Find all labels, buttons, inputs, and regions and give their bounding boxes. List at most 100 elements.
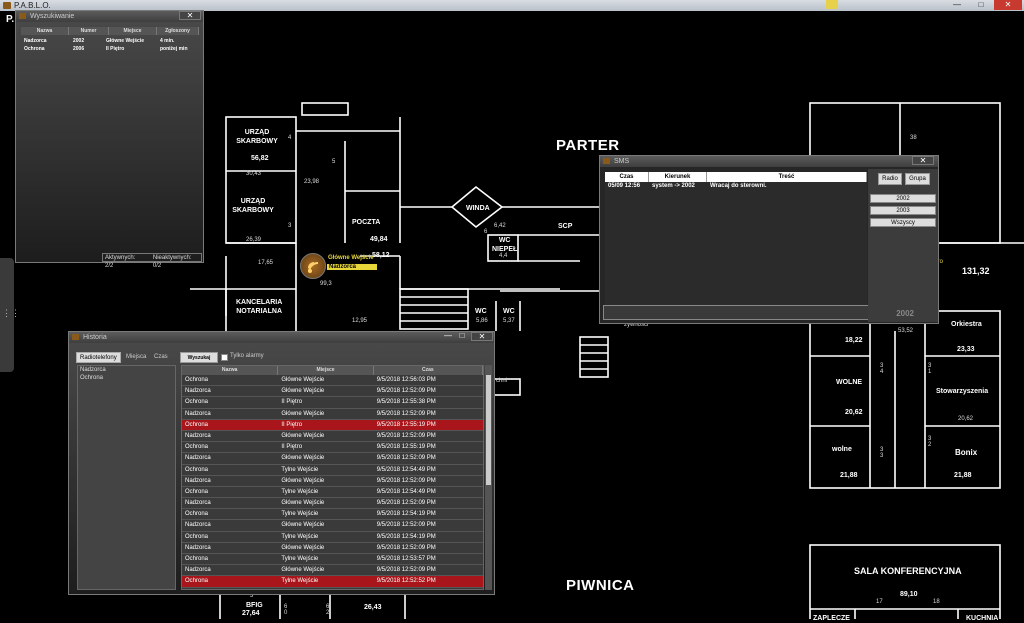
cell: Nadzorca bbox=[185, 500, 211, 507]
table-row[interactable]: Ochrona 2006 II Piętro poniżej min bbox=[21, 45, 199, 53]
app-letter: P. bbox=[6, 14, 15, 25]
cell: Tylne Wejście bbox=[281, 488, 319, 495]
room-area: 26,39 bbox=[246, 237, 262, 243]
table-row[interactable]: Nadzorca 2002 Główne Wejście 4 min. bbox=[21, 37, 199, 45]
alarms-only-checkbox[interactable] bbox=[221, 354, 228, 361]
radio-signal-icon[interactable] bbox=[300, 253, 326, 279]
room-label: WC bbox=[475, 308, 487, 315]
cell: Ochrona bbox=[185, 444, 209, 451]
room-label: tro bbox=[936, 259, 944, 265]
radio-button[interactable]: Radio bbox=[878, 173, 902, 185]
cell: Nadzorca bbox=[185, 544, 211, 551]
column-header[interactable]: Miejsce bbox=[278, 366, 374, 375]
room-label: WINDA bbox=[466, 205, 490, 212]
scrollbar[interactable] bbox=[485, 365, 492, 590]
search-window-title: Wyszukiwanie bbox=[30, 13, 75, 20]
search-button[interactable]: Wyszukaj bbox=[180, 352, 218, 363]
tab-miejsca[interactable]: Miejsca bbox=[126, 354, 147, 360]
room-area: 27,64 bbox=[242, 610, 260, 617]
cell: 05/09 12:56 bbox=[608, 183, 641, 189]
list-item[interactable]: Ochrona bbox=[80, 375, 104, 381]
column-header[interactable]: Kierunek bbox=[649, 172, 707, 182]
room-area: 12,95 bbox=[352, 318, 368, 324]
side-panel-handle[interactable]: ⋮⋮ bbox=[0, 258, 20, 372]
cell: Główne Wejście bbox=[281, 410, 325, 417]
message-input[interactable] bbox=[603, 305, 869, 320]
column-header[interactable]: Nazwa bbox=[21, 27, 69, 35]
close-button[interactable]: ✕ bbox=[179, 11, 201, 20]
room-label: WC NIEPEŁ bbox=[492, 237, 518, 253]
cell: Ochrona bbox=[185, 377, 209, 383]
search-window-titlebar[interactable]: Wyszukiwanie ✕ bbox=[16, 11, 203, 22]
app-icon bbox=[3, 2, 11, 9]
minimize-button[interactable]: — bbox=[444, 331, 452, 340]
sms-window-titlebar[interactable]: SMS ✕ bbox=[600, 156, 938, 167]
close-button[interactable]: ✕ bbox=[994, 0, 1022, 10]
tab-czas[interactable]: Czas bbox=[154, 354, 168, 360]
room-area: 30,43 bbox=[246, 171, 262, 177]
recipient-item[interactable]: 2002 bbox=[870, 194, 936, 203]
column-header[interactable]: Miejsce bbox=[109, 27, 157, 35]
cell: 9/5/2018 12:52:09 PM bbox=[376, 432, 436, 439]
scrollbar-thumb[interactable] bbox=[486, 375, 491, 485]
room-label: URZĄD SKARBOWY bbox=[236, 129, 278, 145]
door-number: 3 4 bbox=[880, 363, 884, 375]
cell: II Piętro bbox=[281, 399, 303, 406]
cell: 9/5/2018 12:54:49 PM bbox=[376, 466, 436, 473]
marker-person[interactable]: Nadzorca bbox=[327, 264, 377, 270]
cell: 9/5/2018 12:55:19 PM bbox=[376, 421, 436, 428]
maximize-button[interactable]: □ bbox=[978, 0, 984, 9]
cell: Główne Wejście bbox=[281, 477, 325, 484]
group-button[interactable]: Grupa bbox=[905, 173, 930, 185]
table-row[interactable]: 05/09 12:56 system -> 2002 Wracaj do ste… bbox=[605, 182, 867, 191]
tab-radiotelefony[interactable]: Radiotelefony bbox=[76, 352, 121, 363]
history-window-titlebar[interactable]: Historia — □ ✕ bbox=[69, 332, 494, 343]
recipient-item[interactable]: Wszyscy bbox=[870, 218, 936, 227]
cell: Nadzorca bbox=[24, 38, 47, 44]
close-button[interactable]: ✕ bbox=[471, 332, 493, 341]
list-item[interactable]: Nadzorca bbox=[80, 367, 106, 373]
column-header[interactable]: Czas bbox=[373, 366, 483, 375]
room-label: BFIG bbox=[246, 602, 263, 609]
room-label: Orkiestra bbox=[951, 321, 982, 328]
column-header[interactable]: Numer bbox=[69, 27, 109, 35]
column-header[interactable]: Nazwa bbox=[182, 366, 279, 375]
history-window-title: Historia bbox=[83, 334, 107, 341]
cell: Główne Wejście bbox=[281, 432, 325, 439]
room-area: 6,42 bbox=[494, 223, 506, 229]
column-header[interactable]: Czas bbox=[605, 172, 649, 182]
maximize-button[interactable]: □ bbox=[459, 331, 465, 340]
minimize-button[interactable]: — bbox=[953, 0, 961, 9]
alarms-only-label: Tylko alarmy bbox=[230, 353, 264, 359]
cell: 9/5/2018 12:52:52 PM bbox=[376, 578, 436, 585]
door-number: 6 bbox=[484, 229, 488, 235]
door-number: 18 bbox=[933, 599, 940, 605]
cell: 9/5/2018 12:52:09 PM bbox=[376, 500, 436, 507]
close-button[interactable]: ✕ bbox=[912, 156, 934, 165]
recipient-item[interactable]: 2003 bbox=[870, 206, 936, 215]
column-header[interactable]: Zgłoszony bbox=[157, 27, 199, 35]
column-header[interactable]: Treść bbox=[707, 172, 867, 182]
